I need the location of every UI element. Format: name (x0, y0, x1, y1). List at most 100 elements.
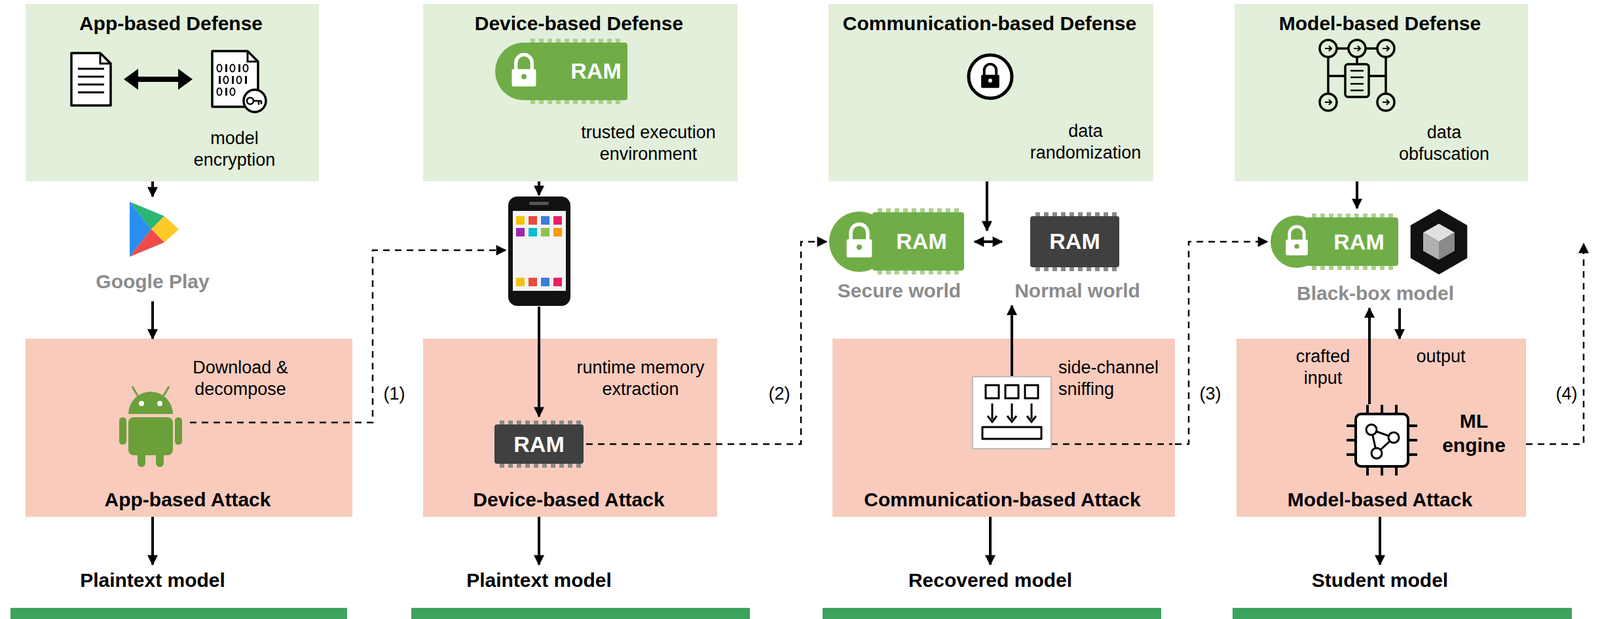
defense-box: Device-based Defensetrusted execution en… (423, 3, 738, 182)
chip-pin (1345, 213, 1351, 218)
sniffer-cell (1005, 385, 1019, 399)
chip-pin (894, 270, 900, 275)
attack-box: runtime memory extractionDevice-based At… (423, 338, 718, 517)
chip-pin (1086, 212, 1092, 217)
text-slot: Model-based Defense (1234, 11, 1526, 37)
phone-speaker (529, 201, 549, 205)
connector-stub (1368, 338, 1371, 405)
chip-label: RAM (1319, 228, 1399, 256)
double-arrow (133, 76, 183, 82)
chip-pin (920, 270, 925, 275)
app-icon (516, 216, 525, 225)
text-slot: data obfuscation (1381, 121, 1507, 166)
ram-chip: RAMNormal world (1002, 208, 1156, 306)
green-bar (822, 607, 1162, 619)
chip-pin (1035, 212, 1041, 217)
bit-mark (223, 76, 229, 84)
lock-keyhole (521, 74, 527, 80)
phone (508, 196, 571, 306)
box-title: Communication-based Defense (828, 11, 1151, 37)
defense-box: Communication-based Defense data randomiz… (828, 3, 1154, 182)
chip-label: RAM (564, 57, 628, 85)
key-bow (246, 97, 254, 105)
phone-screen (512, 210, 566, 291)
flow-node (1319, 39, 1337, 57)
dashed-connector (586, 241, 827, 445)
chip-pin (559, 420, 564, 425)
ml-chip (1355, 413, 1409, 467)
box-label: data obfuscation (1381, 121, 1507, 166)
box-title: Recovered model (892, 568, 1089, 593)
cube-face (1423, 232, 1439, 261)
lock-body (1285, 239, 1308, 256)
chip-pin (928, 208, 934, 213)
text-slot: Recovered model (892, 568, 1089, 593)
chip-pin (516, 420, 522, 425)
chip-pin (516, 463, 522, 468)
lock-keyhole (988, 78, 993, 83)
box-label: data randomization (1024, 120, 1147, 164)
text-slot: Model-based Attack (1236, 487, 1524, 513)
app-icon (553, 277, 562, 287)
bit-mark (231, 75, 234, 84)
chip-pin (1052, 212, 1058, 217)
chip-pin (937, 208, 942, 213)
chip-pin (1060, 212, 1066, 217)
chip-pin (1371, 213, 1377, 218)
green-bar (411, 607, 750, 619)
label-slot: (4) (1550, 383, 1583, 405)
text-slot: RAM (878, 227, 965, 255)
box-title: Device-based Attack (423, 487, 715, 513)
chip-label: RAM (878, 227, 965, 255)
chip-pin (525, 463, 530, 468)
arrow-connector (988, 516, 992, 565)
text-slot: App-based Attack (25, 487, 350, 513)
chip-pin (564, 38, 570, 43)
chip-pin (573, 100, 578, 105)
chip-pin (590, 38, 595, 43)
chip-pin (1346, 404, 1418, 476)
box-title: Student model (1288, 568, 1472, 593)
text-slot: Plaintext model (447, 568, 631, 593)
bit-mark (217, 64, 223, 73)
chip-pin (1095, 212, 1100, 217)
chip-pin (1103, 212, 1109, 217)
chip-pin (556, 100, 561, 105)
play-red (129, 229, 165, 257)
chip-pin (530, 100, 536, 105)
flow-glyph (1324, 45, 1332, 52)
chip-pin (576, 420, 581, 425)
text-line (77, 91, 105, 94)
result-label: Plaintext model (447, 564, 634, 598)
box-title: Device-based Defense (423, 11, 735, 37)
chip-pin (550, 463, 556, 468)
lock-keyhole (1294, 244, 1299, 249)
callout-number: (4) (1550, 383, 1583, 405)
app-icon (553, 227, 562, 237)
edge-label: crafted input (1282, 345, 1364, 390)
chip-pin (937, 270, 942, 275)
text-slot: Google Play (87, 269, 219, 295)
text-slot: Student model (1288, 568, 1472, 593)
lock-body (512, 68, 537, 86)
chip-pin (508, 420, 513, 425)
arrow-connector (1355, 181, 1359, 209)
text-slot: model encryption (168, 127, 300, 171)
arrow (985, 181, 989, 231)
android-antenna (132, 386, 138, 396)
attack-box: ML engineModel-based Attack (1236, 338, 1526, 517)
app-icon (528, 227, 538, 237)
chip-pin (1371, 265, 1377, 270)
callout-number: (1) (378, 383, 410, 405)
chip-pin (886, 208, 891, 213)
text-slot: Normal world (1002, 279, 1153, 304)
app-icon (516, 277, 525, 287)
green-bar (10, 607, 348, 619)
arrow-connector (151, 181, 154, 197)
chip-pin (920, 208, 925, 213)
caption-label: Google Play (87, 269, 219, 295)
text-line (77, 75, 105, 78)
app-store-logo: Google Play (87, 196, 221, 302)
